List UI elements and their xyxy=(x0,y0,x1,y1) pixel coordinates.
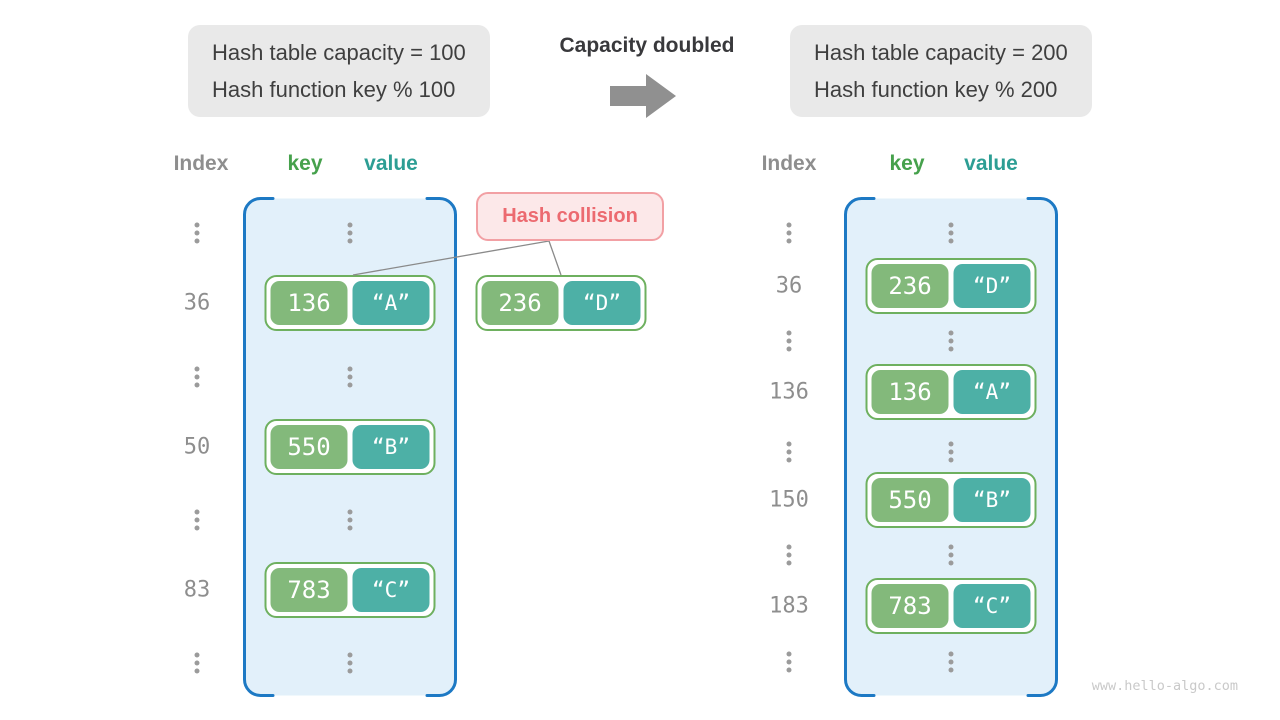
vertical-ellipsis-icon xyxy=(194,652,200,674)
vertical-ellipsis-icon xyxy=(347,652,353,674)
vertical-ellipsis-icon xyxy=(347,222,353,244)
capacity-before-line2: Hash function key % 100 xyxy=(212,77,456,102)
key-cell: 783 xyxy=(270,568,348,612)
key-cell: 550 xyxy=(871,478,949,522)
vertical-ellipsis-icon xyxy=(948,544,954,566)
value-cell: “D” xyxy=(563,281,641,325)
right-index-2: 150 xyxy=(769,487,809,513)
kv-pair-550-B: 550 “B” xyxy=(264,419,436,475)
vertical-ellipsis-icon xyxy=(194,366,200,388)
left-key-header: key xyxy=(287,152,323,175)
vertical-ellipsis-icon xyxy=(786,544,792,566)
left-index-1: 50 xyxy=(183,434,211,460)
value-cell: “C” xyxy=(953,584,1031,628)
left-value-header: value xyxy=(364,152,418,175)
capacity-before-line1: Hash table capacity = 100 xyxy=(212,40,466,65)
capacity-after-box: Hash table capacity = 200 Hash function … xyxy=(790,25,1092,117)
collision-connector-lines xyxy=(352,240,562,276)
key-cell: 136 xyxy=(270,281,348,325)
value-cell: “A” xyxy=(953,370,1031,414)
value-cell: “B” xyxy=(352,425,430,469)
kv-pair-136-A: 136 “A” xyxy=(264,275,436,331)
value-cell: “A” xyxy=(352,281,430,325)
capacity-after-line1: Hash table capacity = 200 xyxy=(814,40,1068,65)
vertical-ellipsis-icon xyxy=(347,509,353,531)
kv-pair-783-C: 783 “C” xyxy=(264,562,436,618)
hash-collision-label: Hash collision xyxy=(502,205,638,227)
capacity-after-line2: Hash function key % 200 xyxy=(814,77,1058,102)
right-index-1: 136 xyxy=(769,379,809,405)
key-cell: 236 xyxy=(871,264,949,308)
key-cell: 136 xyxy=(871,370,949,414)
capacity-before-box: Hash table capacity = 100 Hash function … xyxy=(188,25,490,117)
key-cell: 550 xyxy=(270,425,348,469)
array-bracket xyxy=(844,197,1058,697)
value-cell: “D” xyxy=(953,264,1031,308)
kv-pair-136-A: 136 “A” xyxy=(865,364,1037,420)
vertical-ellipsis-icon xyxy=(948,441,954,463)
right-index-3: 183 xyxy=(769,593,809,619)
value-cell: “B” xyxy=(953,478,1031,522)
right-index-header: Index xyxy=(761,152,817,175)
left-index-2: 83 xyxy=(183,577,211,603)
kv-pair-236-D: 236 “D” xyxy=(865,258,1037,314)
watermark: www.hello-algo.com xyxy=(1091,678,1238,694)
vertical-ellipsis-icon xyxy=(194,222,200,244)
key-cell: 783 xyxy=(871,584,949,628)
vertical-ellipsis-icon xyxy=(948,330,954,352)
hash-collision-callout: Hash collision xyxy=(476,192,664,241)
kv-pair-783-C: 783 “C” xyxy=(865,578,1037,634)
right-array-box xyxy=(844,197,1058,697)
vertical-ellipsis-icon xyxy=(786,330,792,352)
vertical-ellipsis-icon xyxy=(948,651,954,673)
kv-pair-550-B: 550 “B” xyxy=(865,472,1037,528)
vertical-ellipsis-icon xyxy=(948,222,954,244)
right-value-header: value xyxy=(964,152,1018,175)
kv-pair-236-D-colliding: 236 “D” xyxy=(475,275,647,331)
right-key-header: key xyxy=(889,152,925,175)
vertical-ellipsis-icon xyxy=(786,651,792,673)
transition-label: Capacity doubled xyxy=(559,34,735,57)
right-arrow-icon xyxy=(610,74,676,118)
vertical-ellipsis-icon xyxy=(786,441,792,463)
vertical-ellipsis-icon xyxy=(786,222,792,244)
vertical-ellipsis-icon xyxy=(347,366,353,388)
vertical-ellipsis-icon xyxy=(194,509,200,531)
key-cell: 236 xyxy=(481,281,559,325)
left-index-0: 36 xyxy=(183,290,211,316)
right-index-0: 36 xyxy=(775,273,803,299)
value-cell: “C” xyxy=(352,568,430,612)
left-index-header: Index xyxy=(173,152,229,175)
